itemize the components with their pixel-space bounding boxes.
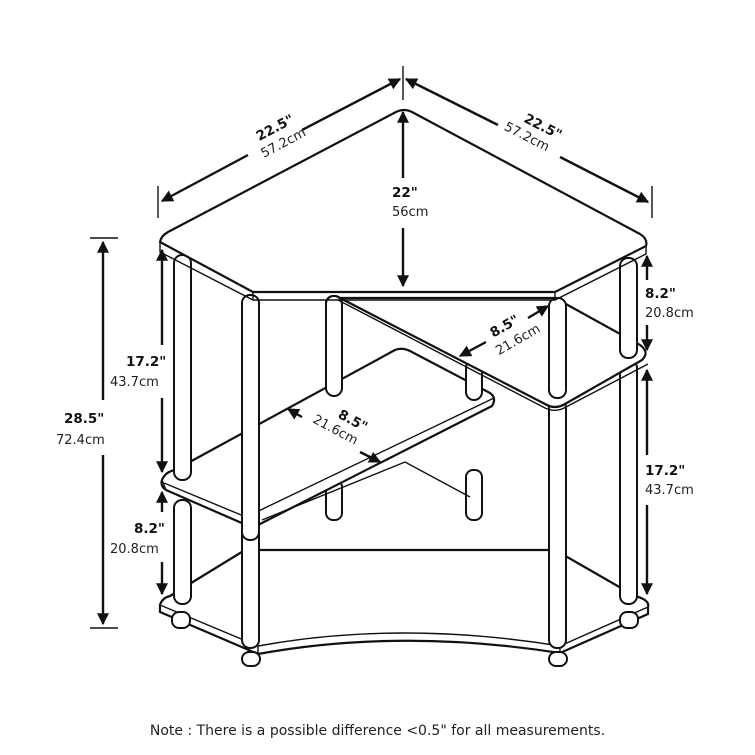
svg-text:56cm: 56cm — [392, 205, 428, 220]
svg-text:8.2": 8.2" — [134, 521, 165, 537]
svg-text:8.2": 8.2" — [645, 286, 676, 302]
label-top-left-edge: 22.5" 57.2cm — [254, 112, 309, 162]
dimension-lines — [90, 66, 653, 629]
label-left-upper-clearance: 17.2" 43.7cm — [110, 354, 166, 390]
bottom-shelf — [158, 548, 650, 667]
label-left-lower-clearance: 8.2" 20.8cm — [110, 521, 165, 557]
svg-text:28.5": 28.5" — [64, 411, 104, 427]
svg-text:43.7cm: 43.7cm — [645, 483, 694, 498]
lower-legs — [173, 359, 638, 649]
desk-illustration — [158, 108, 650, 667]
svg-text:72.4cm: 72.4cm — [56, 433, 105, 448]
svg-text:17.2": 17.2" — [126, 354, 166, 370]
label-right-upper-clearance: 8.2" 20.8cm — [645, 286, 694, 321]
label-right-lower-clearance: 17.2" 43.7cm — [645, 463, 694, 498]
right-upper-legs — [548, 257, 638, 399]
svg-text:17.2": 17.2" — [645, 463, 685, 479]
svg-text:20.8cm: 20.8cm — [645, 306, 694, 321]
label-top-right-edge: 22.5" 57.2cm — [501, 111, 564, 155]
svg-text:22": 22" — [392, 185, 418, 201]
label-top-depth: 22" 56cm — [392, 185, 428, 220]
label-total-height: 28.5" 72.4cm — [56, 411, 105, 448]
svg-text:43.7cm: 43.7cm — [110, 375, 159, 390]
measurement-note: Note : There is a possible difference <0… — [149, 723, 606, 739]
svg-text:20.8cm: 20.8cm — [110, 542, 159, 557]
upper-legs — [173, 254, 483, 541]
